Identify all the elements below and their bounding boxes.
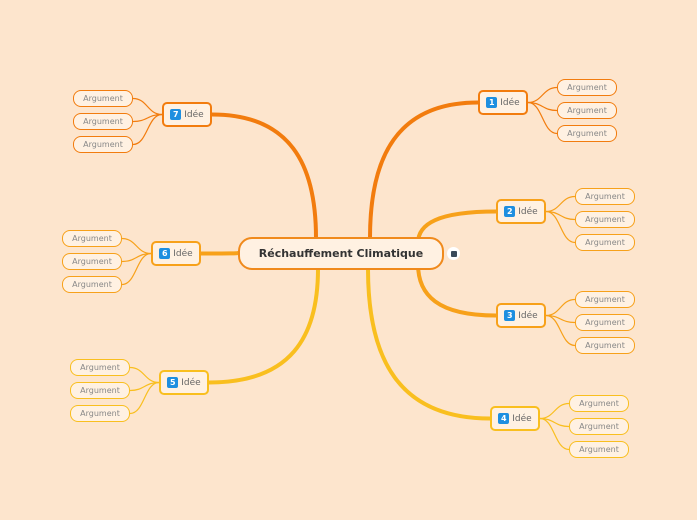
argument-connector bbox=[545, 195, 576, 213]
argument-connector bbox=[539, 402, 570, 420]
argument-connector bbox=[539, 417, 570, 451]
argument-node[interactable]: Argument bbox=[70, 382, 130, 399]
argument-node[interactable]: Argument bbox=[73, 113, 133, 130]
argument-connector bbox=[527, 101, 558, 135]
argument-connector bbox=[545, 314, 576, 347]
argument-connector bbox=[129, 366, 160, 384]
argument-node[interactable]: Argument bbox=[575, 314, 635, 331]
argument-node[interactable]: Argument bbox=[557, 79, 617, 96]
topic-marker-icon[interactable] bbox=[447, 247, 460, 260]
central-topic[interactable]: Réchauffement Climatique bbox=[238, 237, 444, 270]
argument-connector bbox=[121, 237, 152, 255]
argument-connector bbox=[121, 252, 152, 286]
argument-node[interactable]: Argument bbox=[557, 125, 617, 142]
argument-connector bbox=[129, 381, 160, 415]
branch-connector bbox=[199, 251, 240, 256]
argument-node[interactable]: Argument bbox=[575, 234, 635, 251]
argument-connector bbox=[132, 113, 163, 146]
number-badge-icon: 2 bbox=[504, 206, 516, 217]
argument-node[interactable]: Argument bbox=[73, 90, 133, 107]
idea-label: Idée bbox=[512, 413, 532, 424]
argument-node[interactable]: Argument bbox=[569, 418, 629, 435]
argument-connector bbox=[527, 86, 558, 104]
branch-connector bbox=[210, 112, 318, 240]
argument-connector bbox=[132, 97, 163, 116]
number-badge-icon: 5 bbox=[167, 377, 179, 388]
idea-label: Idée bbox=[518, 206, 538, 217]
argument-node[interactable]: Argument bbox=[70, 405, 130, 422]
number-badge-icon: 7 bbox=[170, 109, 182, 120]
argument-node[interactable]: Argument bbox=[575, 188, 635, 205]
number-badge-icon: 3 bbox=[504, 310, 516, 321]
argument-node[interactable]: Argument bbox=[73, 136, 133, 153]
idea-label: Idée bbox=[181, 377, 201, 388]
argument-node[interactable]: Argument bbox=[575, 291, 635, 308]
branch-connector bbox=[416, 262, 498, 318]
argument-node[interactable]: Argument bbox=[569, 395, 629, 412]
branch-connector bbox=[207, 267, 320, 385]
argument-node[interactable]: Argument bbox=[70, 359, 130, 376]
argument-connector bbox=[545, 298, 576, 317]
argument-connector bbox=[545, 210, 576, 244]
argument-node[interactable]: Argument bbox=[62, 276, 122, 293]
idea-label: Idée bbox=[518, 310, 538, 321]
branch-connector bbox=[368, 100, 480, 240]
idea-label: Idée bbox=[500, 97, 520, 108]
number-badge-icon: 6 bbox=[159, 248, 171, 259]
number-badge-icon: 1 bbox=[486, 97, 498, 108]
idea-label: Idée bbox=[173, 248, 193, 259]
argument-node[interactable]: Argument bbox=[62, 253, 122, 270]
argument-node[interactable]: Argument bbox=[569, 441, 629, 458]
branch-connector bbox=[366, 267, 492, 421]
argument-node[interactable]: Argument bbox=[557, 102, 617, 119]
argument-node[interactable]: Argument bbox=[62, 230, 122, 247]
argument-node[interactable]: Argument bbox=[575, 337, 635, 354]
idea-label: Idée bbox=[184, 109, 204, 120]
number-badge-icon: 4 bbox=[498, 413, 510, 424]
argument-node[interactable]: Argument bbox=[575, 211, 635, 228]
